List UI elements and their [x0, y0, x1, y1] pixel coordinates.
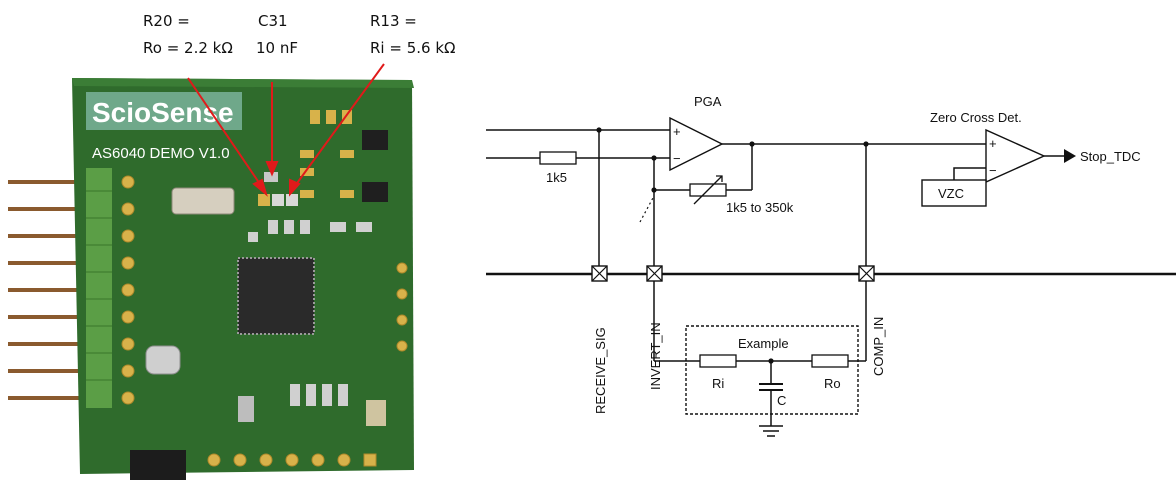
output-arrow [1064, 149, 1076, 163]
smd-c31 [264, 172, 278, 182]
smd-r-mid [272, 194, 284, 206]
right-edge-pads [396, 262, 408, 352]
pin-label-invert-in: INVERT_IN [648, 322, 663, 390]
callout-c31-line2: 10 nF [256, 39, 298, 57]
callout-r20-line2: Ro = 2.2 kΩ [143, 39, 233, 57]
ro-label: Ro [824, 376, 841, 391]
crystal-small [145, 345, 181, 375]
output-label: Stop_TDC [1080, 149, 1141, 164]
cap-bottom-2 [366, 400, 386, 426]
callout-arrows [187, 63, 385, 197]
smd-r13 [286, 194, 298, 206]
bottom-edge-pads [207, 453, 377, 467]
pin-label-comp-in: COMP_IN [871, 317, 886, 376]
optional-link [639, 195, 655, 223]
comparator-minus: − [989, 163, 997, 178]
pin-header [86, 168, 112, 408]
example-label: Example [738, 336, 789, 351]
header-pins [8, 180, 94, 400]
input-resistor [539, 151, 577, 165]
schematic: 1k5 + − PGA 1k5 to 350k [486, 94, 1176, 437]
c-label: C [777, 393, 786, 408]
ic-top-right-2 [362, 182, 388, 202]
pcb-photo: ScioSense AS6040 DEMO V1.0 [8, 78, 414, 480]
callout-labels: R20 = Ro = 2.2 kΩ C31 10 nF R13 = Ri = 5… [143, 12, 455, 57]
callout-r13-line1: R13 = [370, 12, 417, 30]
logo-panel [86, 92, 242, 130]
pga-amplifier [669, 116, 724, 172]
zero-cross-comparator [985, 128, 1046, 184]
vzc-box [921, 179, 987, 207]
pcb-brand: ScioSense [92, 97, 234, 128]
pga-minus: − [673, 151, 681, 166]
zero-cross-label: Zero Cross Det. [930, 110, 1022, 125]
pin-comp-in [858, 265, 875, 282]
example-box [685, 325, 859, 415]
input-resistor-label: 1k5 [546, 170, 567, 185]
vzc-label: VZC [938, 186, 964, 201]
resistor-ri [699, 354, 737, 368]
pga-label: PGA [694, 94, 722, 109]
pin-invert-in [646, 265, 663, 282]
main-chip [237, 257, 315, 335]
pin-label-receive-sig: RECEIVE_SIG [593, 327, 608, 414]
resistor-ro [811, 354, 849, 368]
header-pads [121, 175, 135, 405]
comparator-plus: + [989, 136, 997, 151]
pin-receive-sig [591, 265, 608, 282]
pcb-model: AS6040 DEMO V1.0 [92, 145, 230, 162]
crystal-large [171, 187, 235, 215]
jumper-header [130, 450, 186, 480]
ic-top-right-1 [362, 130, 388, 150]
feedback-resistor-label: 1k5 to 350k [726, 200, 794, 215]
pga-plus: + [673, 124, 681, 139]
smd-r20 [258, 194, 270, 206]
callout-r20-line1: R20 = [143, 12, 190, 30]
callout-c31-line1: C31 [258, 12, 288, 30]
cap-bottom-1 [238, 396, 254, 422]
ground-symbol [759, 425, 783, 437]
ri-label: Ri [712, 376, 724, 391]
callout-r13-line2: Ri = 5.6 kΩ [370, 39, 455, 57]
